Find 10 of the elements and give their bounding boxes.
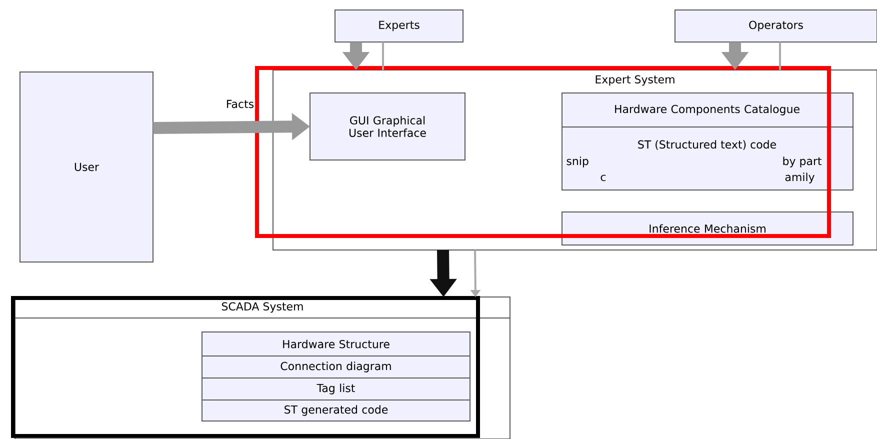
flow-label: Facts: [224, 98, 256, 110]
table-row: Tag list: [202, 378, 470, 400]
actor-box: Experts: [334, 10, 464, 42]
module-box: Hardware Components Catalogue ST (Structured text) code snip by part c amily: [562, 92, 854, 190]
table-row: ST generated code: [202, 400, 470, 422]
table-row: Connection diagram: [202, 356, 470, 378]
module-box: GUI Graphical User Interface: [310, 92, 466, 160]
actor-box: User: [20, 72, 154, 262]
actor-box: Operators: [674, 10, 877, 42]
table-row: Hardware Structure: [202, 332, 470, 356]
